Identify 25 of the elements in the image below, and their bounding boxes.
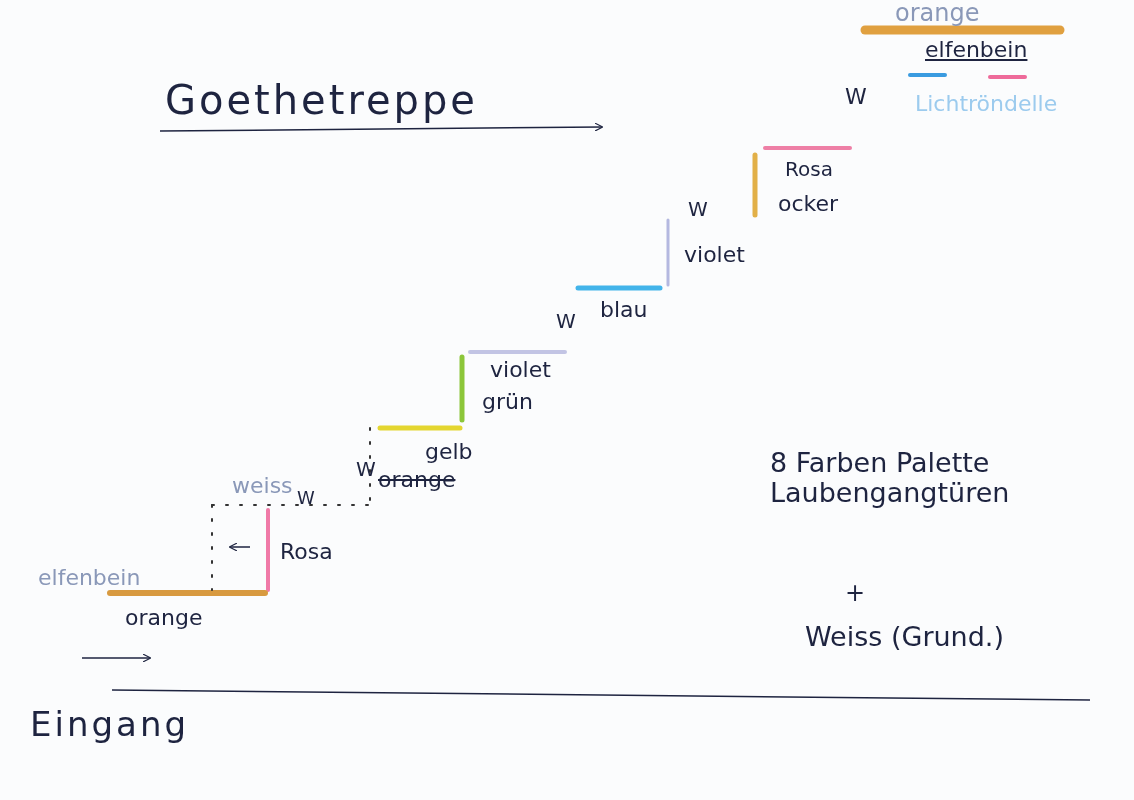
entrance-label: Eingang — [30, 706, 190, 744]
note-text: 8 Farben Palette Laubengangtüren — [770, 448, 1011, 508]
color-label: elfenbein — [925, 38, 1028, 63]
color-label: grün — [482, 390, 533, 415]
color-label: gelb — [425, 440, 473, 465]
color-label: blau — [600, 298, 648, 323]
color-label: ocker — [778, 192, 839, 217]
color-label: violet — [684, 243, 745, 268]
color-label: elfenbein — [38, 566, 141, 591]
color-label: orange — [378, 468, 456, 493]
color-label: orange — [125, 606, 203, 631]
wall-mark: W — [688, 198, 708, 220]
color-label: weiss — [232, 474, 293, 499]
note-text: Weiss (Grund.) — [805, 622, 1004, 652]
wall-mark: W — [845, 85, 867, 110]
plus-sign: + — [845, 580, 866, 607]
wall-mark: W — [356, 458, 376, 480]
note-label: Lichtröndelle — [915, 92, 1058, 117]
color-label: violet — [490, 358, 551, 383]
color-label: Rosa — [280, 540, 333, 565]
color-label: Rosa — [785, 158, 833, 180]
wall-mark: W — [297, 488, 315, 508]
color-label: orange — [895, 0, 980, 27]
wall-mark: W — [556, 310, 576, 332]
title: Goethetreppe — [165, 78, 478, 122]
